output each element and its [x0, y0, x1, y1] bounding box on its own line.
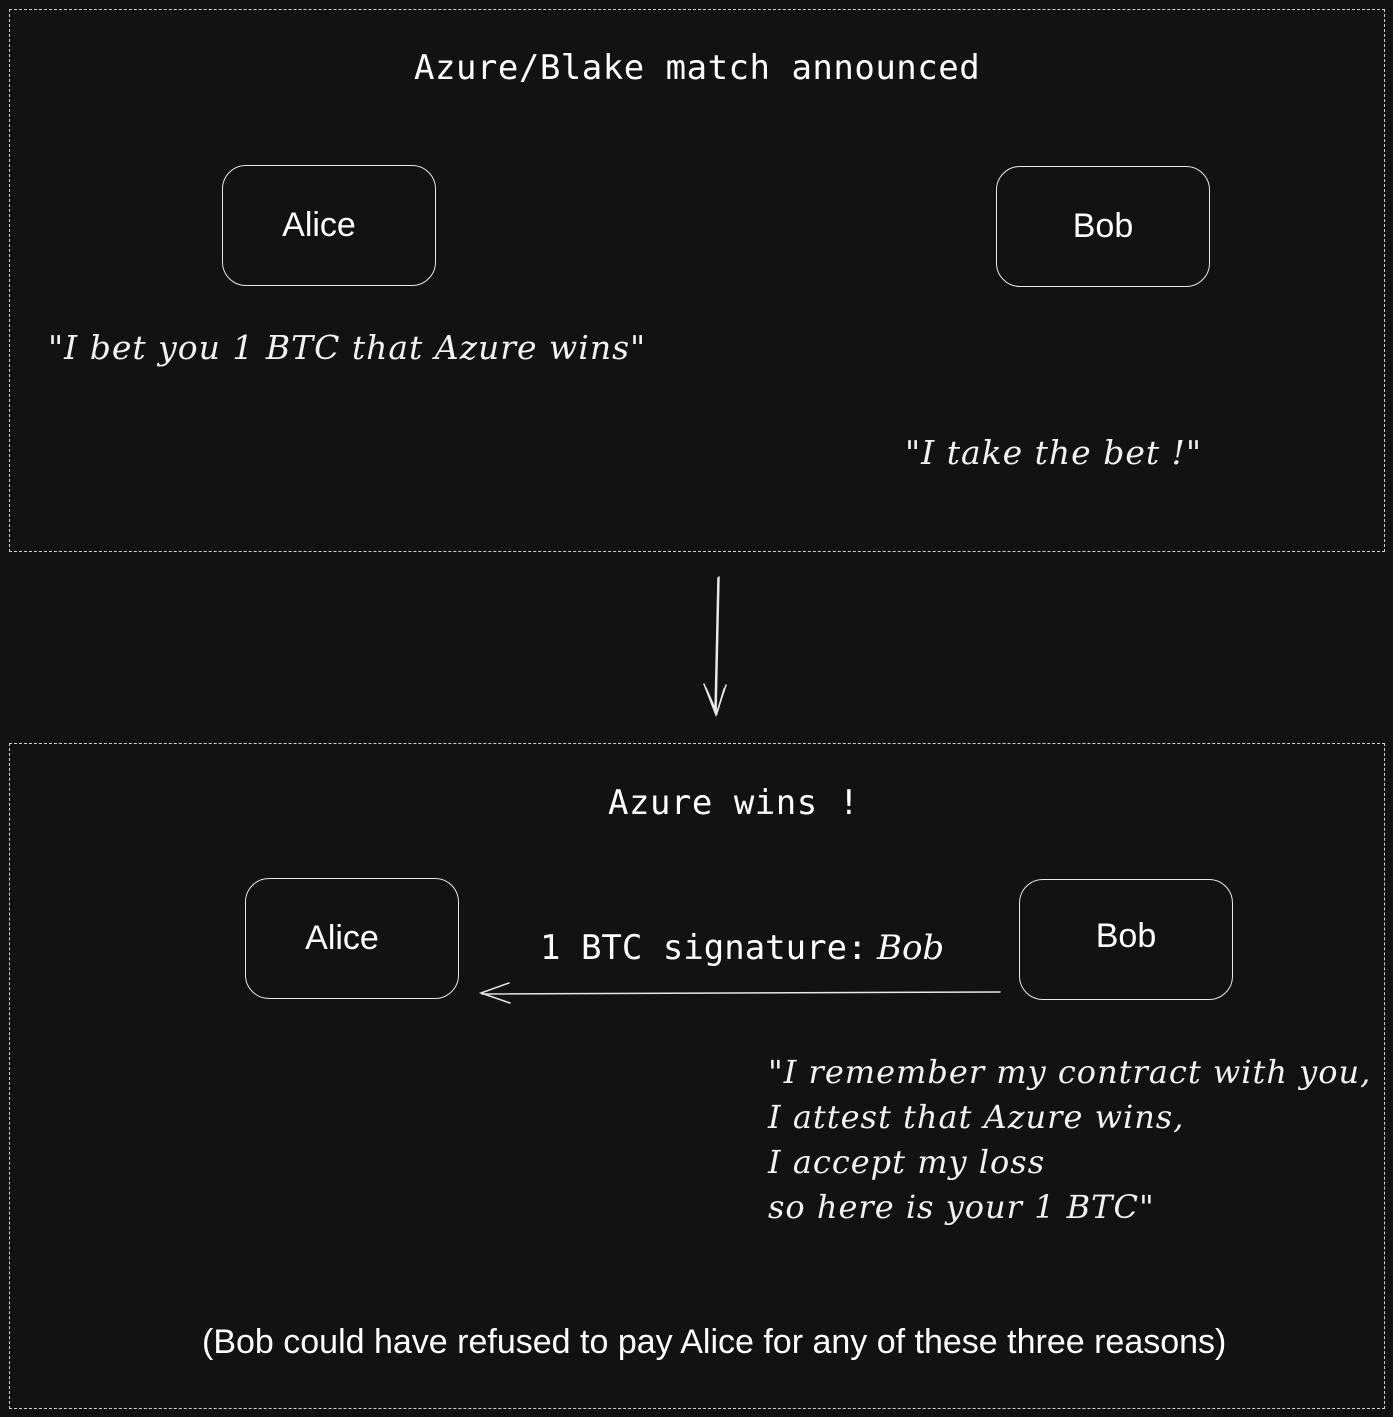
bob-node-label: Bob: [1095, 917, 1157, 955]
bob-accept-quote: "I take the bet !": [905, 433, 1203, 472]
transition-arrow: [703, 576, 727, 718]
quote-line: I attest that Azure wins,: [768, 1098, 1185, 1136]
payment-edge-label-text: 1 BTC signature:: [540, 928, 868, 968]
alice-bet-quote: "I bet you 1 BTC that Azure wins": [48, 328, 647, 367]
scene-frame-outcome: [9, 743, 1385, 1409]
quote-line: I accept my loss: [768, 1143, 1046, 1181]
footnote-caption: (Bob could have refused to pay Alice for…: [202, 1323, 1227, 1361]
bob-payment-quote: "I remember my contract with you, I atte…: [768, 1050, 1371, 1230]
scene2-title: Azure wins !: [608, 783, 860, 823]
bob-node-scene1[interactable]: Bob: [996, 166, 1210, 287]
alice-node-label: Alice: [305, 919, 379, 957]
alice-node-scene1[interactable]: Alice: [222, 165, 436, 286]
scene1-title: Azure/Blake match announced: [414, 48, 981, 88]
payment-edge-signer: Bob: [876, 928, 945, 968]
scene-frame-announcement: [9, 9, 1385, 552]
alice-node-scene2[interactable]: Alice: [245, 878, 459, 999]
payment-edge-label: 1 BTC signature: Bob: [540, 928, 944, 968]
quote-line: "I remember my contract with you,: [768, 1053, 1372, 1091]
bob-node-label: Bob: [1072, 207, 1134, 245]
quote-line: so here is your 1 BTC": [768, 1188, 1155, 1226]
alice-node-label: Alice: [282, 206, 356, 244]
bob-node-scene2[interactable]: Bob: [1019, 879, 1233, 1000]
